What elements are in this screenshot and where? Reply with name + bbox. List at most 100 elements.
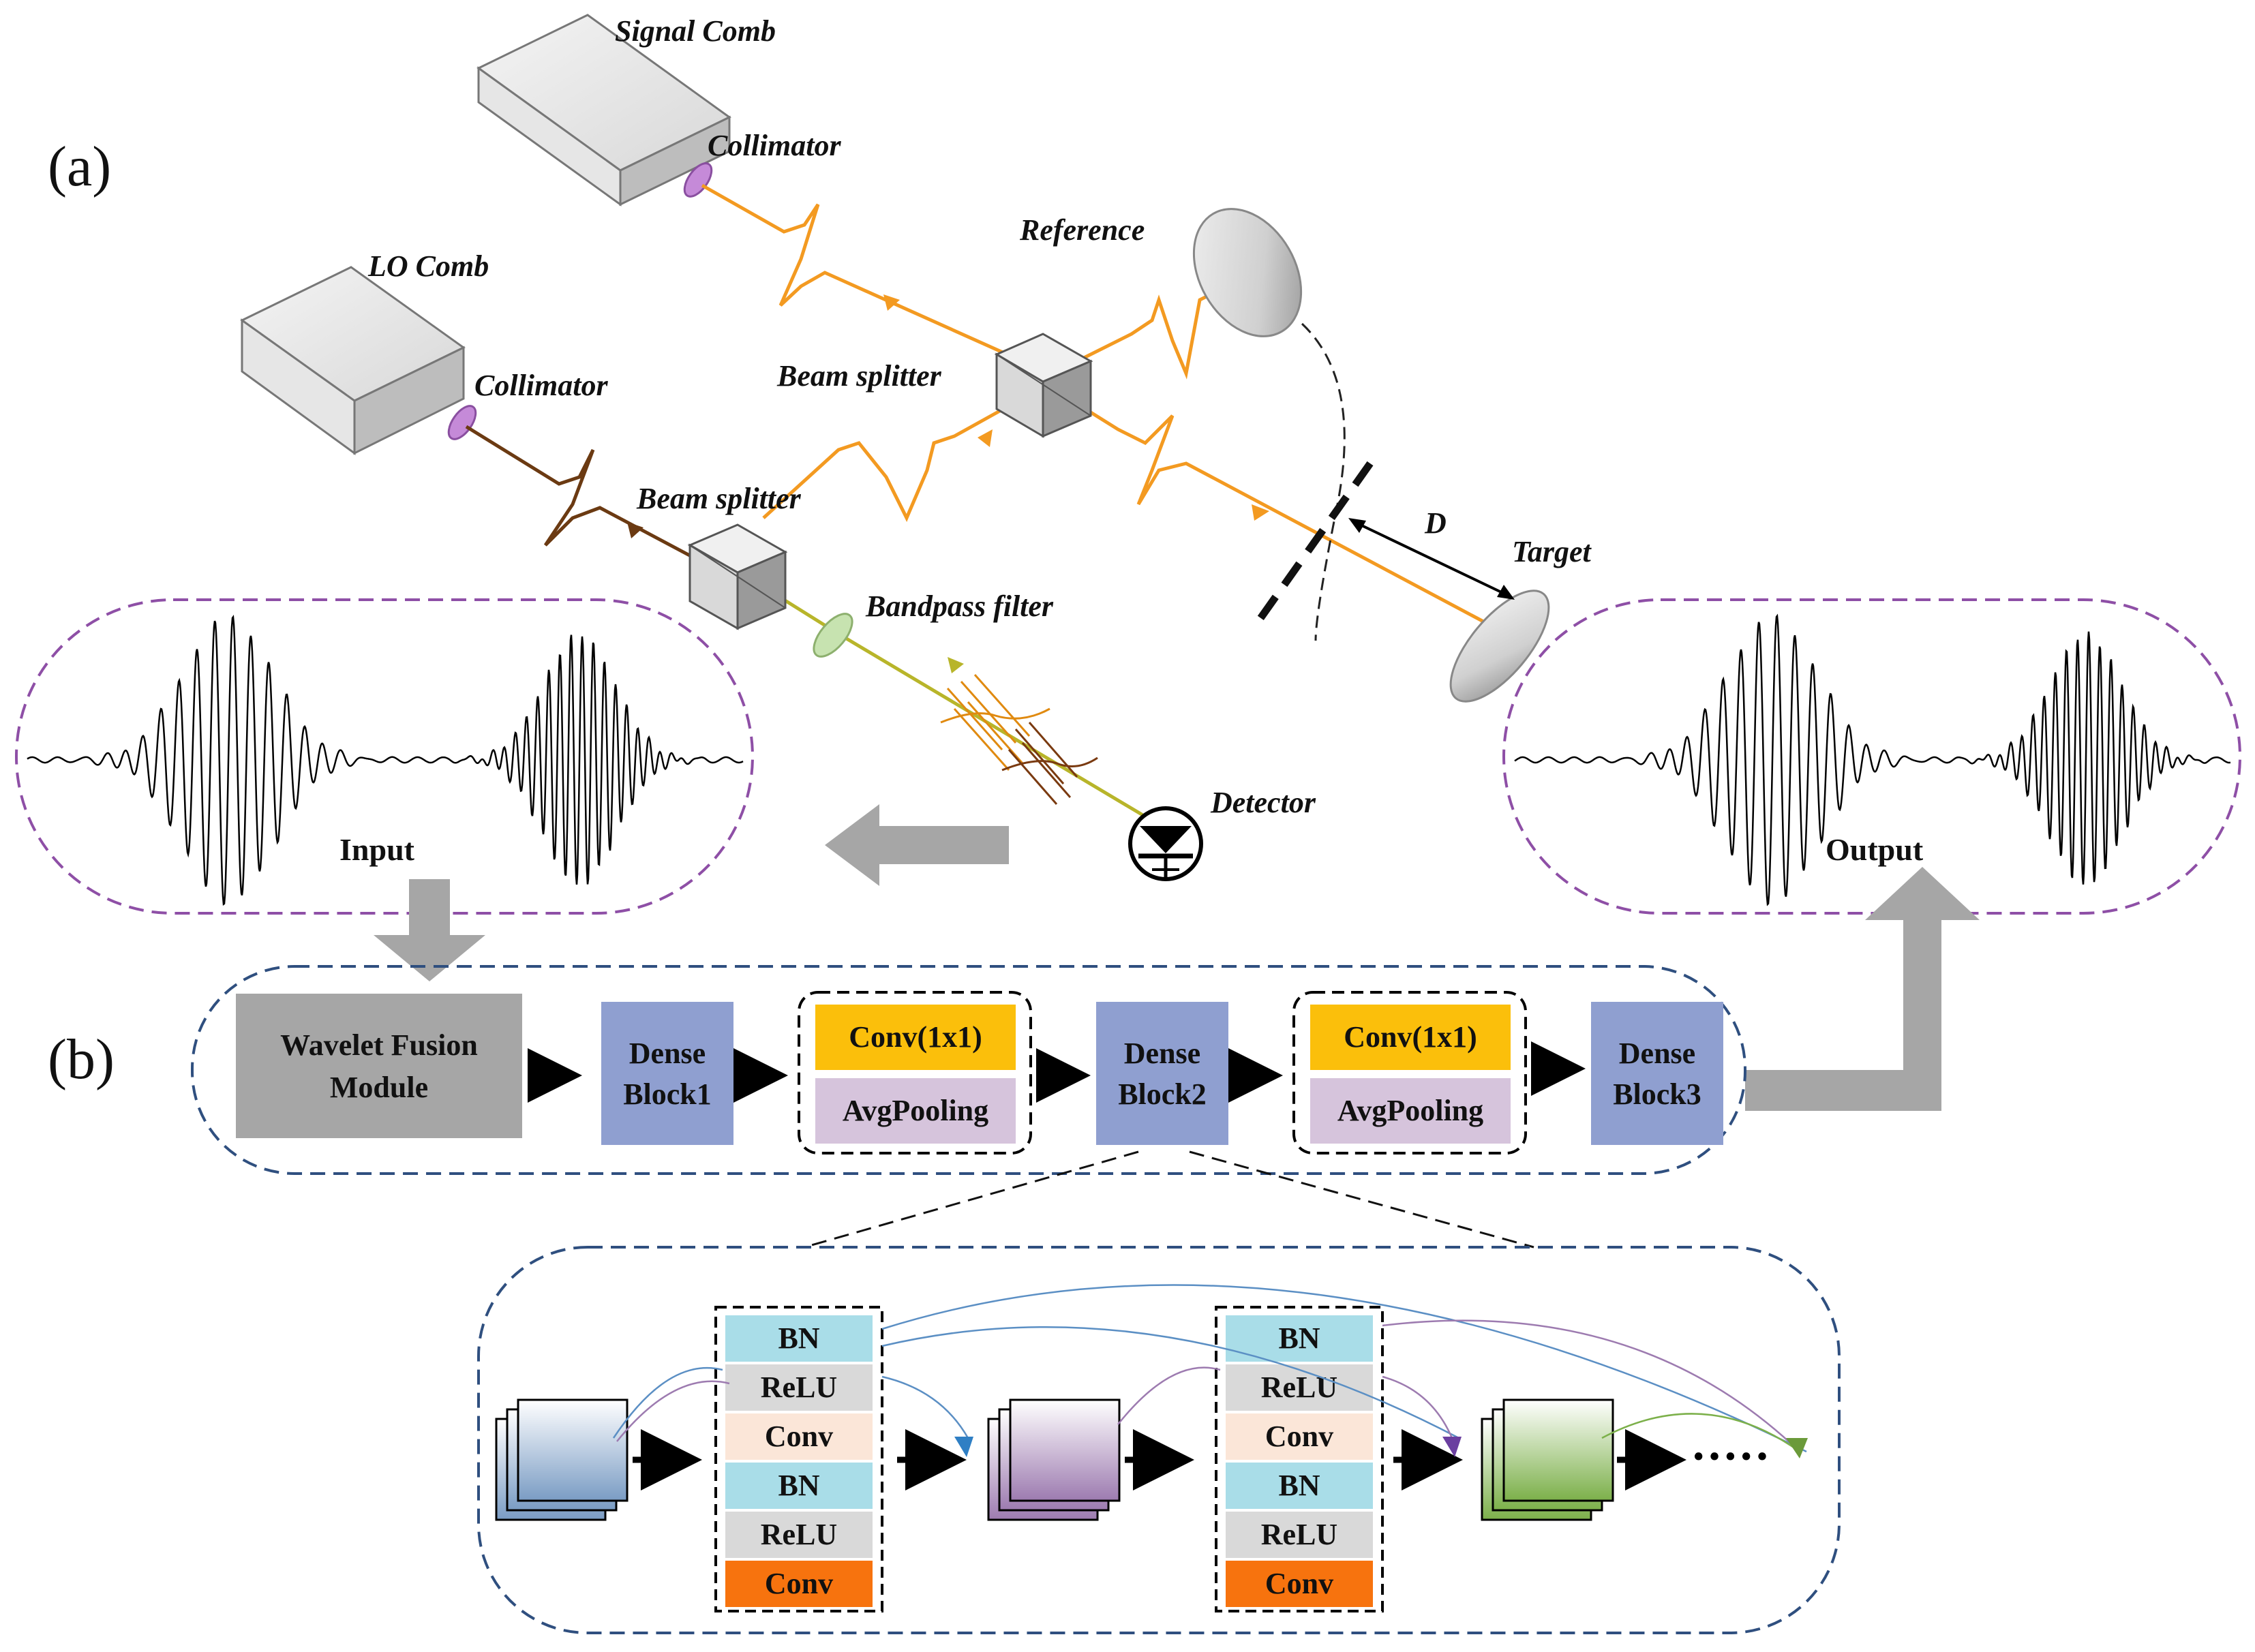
beam-splitter-top <box>994 333 1093 438</box>
zoom-line-left <box>804 1150 1139 1249</box>
collimator-bottom-label: Collimator <box>474 369 608 402</box>
signal-flow-arrow <box>825 804 1009 886</box>
network-frame <box>191 965 1746 1175</box>
stack-left-layer-label-3: Conv <box>765 1420 833 1453</box>
skip-arrowhead-3 <box>1786 1438 1808 1458</box>
filtered-beam-arrow <box>948 657 964 673</box>
lo-beam <box>465 425 710 568</box>
stack-left-layer-1 <box>725 1315 873 1362</box>
skip-arrowhead-2 <box>1442 1437 1462 1457</box>
distance-line <box>1352 520 1511 598</box>
avgpool-block-1 <box>815 1078 1016 1144</box>
pulse-train-orange <box>940 674 1050 771</box>
target-label: Target <box>1512 535 1592 568</box>
wavelet-label-line2: Module <box>330 1071 428 1104</box>
reference-mirror <box>1192 208 1303 337</box>
zoom-line-right <box>1189 1150 1534 1249</box>
dense3-label-line1: Dense <box>1619 1037 1695 1070</box>
distance-label: D <box>1424 506 1447 540</box>
skip-connections <box>612 1284 1807 1453</box>
distance-arrow-start <box>1348 518 1366 533</box>
dense3-label-line2: Block3 <box>1613 1077 1701 1111</box>
conv1x1-block-1 <box>815 1005 1016 1070</box>
stack-left-layer-3 <box>725 1413 873 1460</box>
stack-right-layer-label-5: ReLU <box>1261 1518 1337 1551</box>
stack-left-layer-label-5: ReLU <box>761 1518 837 1551</box>
dense2-label-line2: Block2 <box>1118 1077 1207 1111</box>
target-mirror <box>1449 590 1550 703</box>
output-label: Output <box>1826 832 1924 867</box>
dense-block-3 <box>1591 1002 1723 1145</box>
stack-left-layer-6 <box>725 1561 873 1607</box>
avgpool-label-1: AvgPooling <box>843 1094 988 1127</box>
beam-splitter-top-label: Beam splitter <box>776 359 942 393</box>
dense2-label-line1: Dense <box>1124 1037 1200 1070</box>
stack-right-layer-5 <box>1226 1512 1373 1558</box>
stack-left-layer-label-6: Conv <box>765 1567 833 1600</box>
dense1-label-line1: Dense <box>629 1037 706 1070</box>
dense1-label-line2: Block1 <box>623 1077 712 1111</box>
layer-stack-right-frame <box>1215 1306 1384 1612</box>
input-arrow <box>374 879 485 981</box>
panel-label-a: (a) <box>48 135 111 198</box>
target-beam <box>1062 393 1508 636</box>
stack-right-layer-1 <box>1226 1315 1373 1362</box>
avgpool-block-2 <box>1310 1078 1511 1144</box>
beam-splitter-bottom <box>687 523 788 630</box>
combined-beam <box>762 400 1017 522</box>
layer-stack-left-frame <box>714 1306 883 1612</box>
input-signal-frame <box>15 598 754 915</box>
continuation-ellipsis: ····· <box>1691 1431 1770 1483</box>
conv1x1-label-1: Conv(1x1) <box>849 1020 982 1054</box>
combined-beam-arrow <box>978 429 993 447</box>
stack-left-layer-5 <box>725 1512 873 1558</box>
input-label: Input <box>339 832 415 867</box>
reference-path-arc <box>1301 322 1346 641</box>
collimator-top-label: Collimator <box>708 129 841 162</box>
stack-left-layer-4 <box>725 1463 873 1509</box>
stack-left-layer-label-2: ReLU <box>761 1371 837 1404</box>
output-arrow <box>1745 867 1980 1111</box>
stack-left-layer-label-4: BN <box>778 1469 819 1502</box>
signal-beam-arrow <box>883 294 900 311</box>
transition-layer-1 <box>798 991 1032 1154</box>
lo-comb-label: LO Comb <box>367 249 489 283</box>
lo-beam-arrow <box>627 522 644 538</box>
stack-left-layer-label-1: BN <box>778 1321 819 1355</box>
wavelet-fusion-module <box>236 994 522 1138</box>
conv1x1-label-2: Conv(1x1) <box>1344 1020 1477 1054</box>
output-signal-frame <box>1502 598 2241 915</box>
stack-left-layer-2 <box>725 1364 873 1411</box>
input-waveform <box>27 614 744 906</box>
beam-splitter-bottom-label: Beam splitter <box>636 482 802 515</box>
reference-plane <box>1251 461 1374 630</box>
dense-block-2 <box>1096 1002 1228 1145</box>
bandpass-filter-lens <box>813 613 853 658</box>
target-beam-arrow <box>1252 504 1269 521</box>
feature-map-output <box>1481 1398 1614 1521</box>
reference-label: Reference <box>1019 213 1145 247</box>
stack-right-layer-label-1: BN <box>1278 1321 1320 1355</box>
stack-right-layer-label-6: Conv <box>1265 1567 1333 1600</box>
stack-right-layer-3 <box>1226 1413 1373 1460</box>
feature-map-middle <box>987 1398 1121 1521</box>
stack-right-layer-label-3: Conv <box>1265 1420 1333 1453</box>
detector-icon <box>1128 806 1203 881</box>
wavelet-label-line1: Wavelet Fusion <box>280 1028 478 1062</box>
output-waveform <box>1514 613 2231 906</box>
dense-block-1 <box>601 1002 733 1145</box>
distance-arrow-end <box>1497 585 1515 600</box>
skip-arrowhead-1 <box>954 1437 973 1457</box>
conv1x1-block-2 <box>1310 1005 1511 1070</box>
collimator-top-lens <box>683 162 713 198</box>
stack-right-layer-label-4: BN <box>1278 1469 1320 1502</box>
bandpass-filter-label: Bandpass filter <box>865 590 1054 623</box>
collimator-bottom-lens <box>447 405 477 440</box>
transition-layer-2 <box>1292 991 1527 1154</box>
dense-detail-frame <box>477 1246 1841 1634</box>
stack-right-layer-label-2: ReLU <box>1261 1371 1337 1404</box>
signal-comb-box <box>476 14 731 206</box>
